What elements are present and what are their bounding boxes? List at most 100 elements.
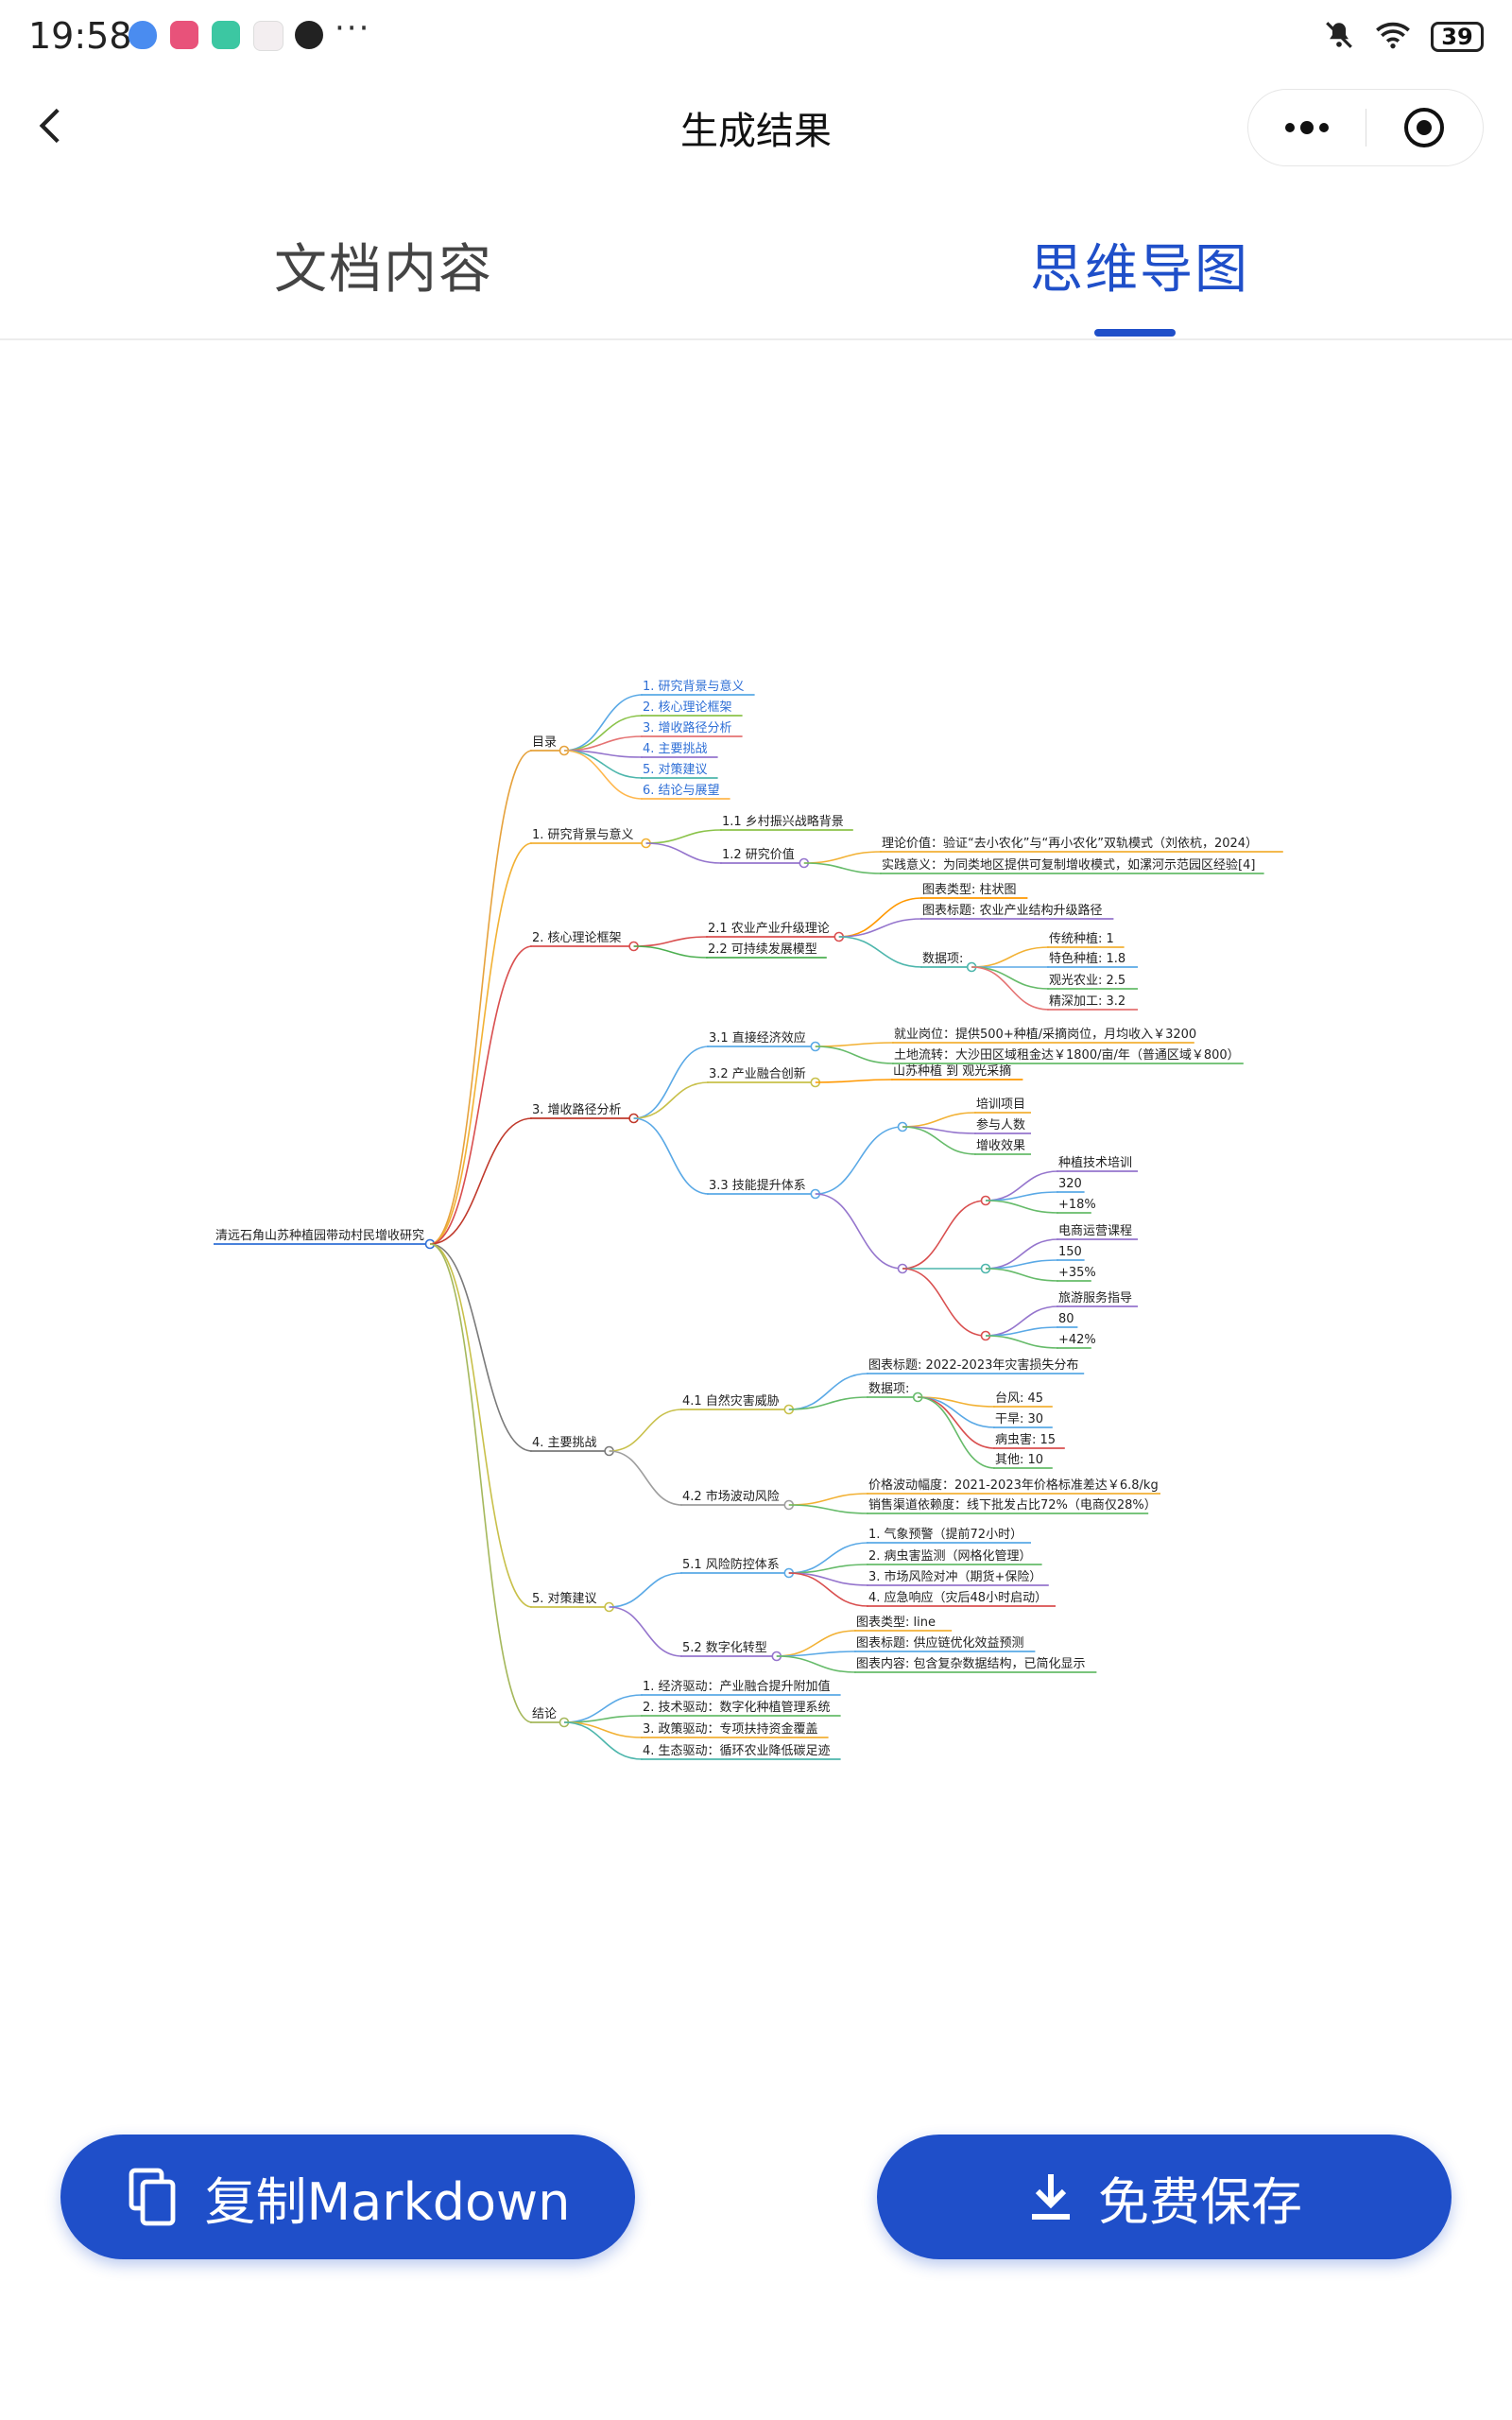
battery-indicator: 39 <box>1431 22 1484 52</box>
mind-map-node: 4.1 自然灾害威胁 <box>682 1393 780 1409</box>
status-time: 19:58 <box>28 15 132 57</box>
mind-map-node: 图表标题: 供应链优化效益预测 <box>856 1635 1024 1651</box>
status-bar: 19:58 ··· 39 <box>0 0 1512 76</box>
tab-document-content[interactable]: 文档内容 <box>274 239 493 301</box>
mind-map-node: 5.1 风险防控体系 <box>682 1557 780 1572</box>
mind-map-node: 结论 <box>532 1707 557 1721</box>
back-icon[interactable] <box>28 102 76 149</box>
close-mini-program-button[interactable] <box>1366 90 1484 165</box>
mind-map-node: 3.1 直接经济效应 <box>709 1030 806 1046</box>
app-icon <box>170 21 198 49</box>
mind-map-link <box>902 1112 977 1128</box>
mind-map-link <box>803 862 883 874</box>
mind-map-link <box>563 694 644 752</box>
mind-map-node: 6. 结论与展望 <box>643 783 720 798</box>
mind-map-node: 5.2 数字化转型 <box>682 1641 767 1655</box>
tab-mind-map[interactable]: 思维导图 <box>1030 239 1249 301</box>
mind-map-node: 1.1 乡村振兴战略背景 <box>722 814 844 829</box>
mind-map-link <box>815 1193 903 1270</box>
mind-map-link <box>971 966 1050 1011</box>
mind-map-link <box>918 1396 996 1449</box>
mind-map-node: 4. 主要挑战 <box>532 1436 597 1450</box>
mind-map-node: 清远石角山苏种植园带动村民增收研究 <box>215 1228 424 1243</box>
mind-map-link <box>429 1243 533 1723</box>
mind-map-link <box>633 945 709 959</box>
mind-map-node: 150 <box>1058 1245 1082 1259</box>
mind-map-node: 5. 对策建议 <box>643 762 708 777</box>
qq-icon <box>295 21 323 49</box>
mind-map-node: 1. 气象预警（提前72小时） <box>868 1527 1022 1542</box>
mind-map-link <box>645 829 723 844</box>
mind-map-node: 实践意义：为同类地区提供可复制增收模式，如漯河示范园区经验[4] <box>882 857 1255 873</box>
mind-map-node: 3. 市场风险对冲（期货+保险） <box>868 1569 1041 1584</box>
mind-map-link <box>918 1396 996 1469</box>
mind-map-link <box>609 1409 683 1452</box>
more-dots-icon <box>1284 121 1329 134</box>
active-tab-indicator <box>1094 329 1176 337</box>
mind-map-link <box>633 936 709 947</box>
mind-map-link <box>985 1200 1059 1214</box>
mind-map-node: 3.3 技能提升体系 <box>709 1178 806 1193</box>
tab-bar: 文档内容 思维导图 <box>0 189 1512 340</box>
mind-map-node: 4. 应急响应（灾后48小时启动） <box>868 1590 1047 1605</box>
more-options-button[interactable] <box>1248 90 1366 165</box>
mind-map-node: 土地流转：大沙田区域租金达￥1800/亩/年（普通区域￥800） <box>894 1047 1240 1063</box>
mind-map-link <box>609 1450 683 1506</box>
mind-map-link <box>838 936 923 968</box>
mind-map-node: 旅游服务指导 <box>1058 1290 1132 1305</box>
mind-map-link <box>563 750 644 800</box>
mind-map-node: 干旱: 30 <box>995 1412 1043 1426</box>
mind-map-node: 3.2 产业融合创新 <box>709 1066 806 1081</box>
mind-map-link <box>429 1243 533 1452</box>
mind-map-link <box>788 1396 869 1410</box>
mind-map-link <box>838 897 923 938</box>
mind-map-node: 传统种植: 1 <box>1049 932 1114 946</box>
mind-map-link <box>815 1042 895 1047</box>
mind-map-node: 山苏种植 到 观光采摘 <box>893 1063 1011 1079</box>
mind-map-node: 2. 技术驱动：数字化种植管理系统 <box>643 1701 831 1715</box>
mute-icon <box>1323 19 1355 55</box>
mind-map-node: 2.2 可持续发展模型 <box>708 942 817 957</box>
mind-map-node: 2. 病虫害监测（网格化管理） <box>868 1548 1032 1564</box>
mind-map-link <box>788 1572 869 1607</box>
mind-map-node: 图表标题: 农业产业结构升级路径 <box>922 903 1103 918</box>
mind-map-link <box>429 1243 533 1608</box>
mind-map-node: +18% <box>1058 1198 1096 1212</box>
mind-map-link <box>563 1715 644 1723</box>
mind-map-link <box>803 851 883 864</box>
huawei-icon <box>253 21 284 51</box>
mind-map-node: 培训项目 <box>976 1097 1025 1112</box>
mind-map-node: 数据项: <box>922 952 963 966</box>
mind-map-node: 理论价值：验证“去小农化”与“再小农化”双轨模式（刘依杭，2024） <box>882 836 1258 851</box>
mind-map-node: +42% <box>1058 1333 1096 1347</box>
mind-map-link <box>971 946 1050 968</box>
mind-map-node: 2. 核心理论框架 <box>643 700 732 715</box>
mind-map-link <box>633 1081 710 1119</box>
mind-map-node: 80 <box>1058 1312 1074 1326</box>
mind-map-node: 其他: 10 <box>995 1453 1043 1467</box>
mind-map-node: 种植技术培训 <box>1058 1155 1132 1170</box>
target-close-icon <box>1404 108 1445 147</box>
mind-map-link <box>838 918 923 938</box>
mind-map-link <box>902 1200 987 1270</box>
nav-bar: 生成结果 <box>0 76 1512 180</box>
mind-map-link <box>429 945 533 1245</box>
mind-map-node: 1. 研究背景与意义 <box>643 679 745 694</box>
mind-map-node: 特色种植: 1.8 <box>1049 951 1125 966</box>
free-save-button[interactable]: 免费保存 <box>877 2135 1452 2259</box>
mind-map-node: 图表类型: 柱状图 <box>922 883 1017 897</box>
mind-map-node: 观光农业: 2.5 <box>1049 974 1125 988</box>
mind-map-node: 价格波动幅度：2021-2023年价格标准差达￥6.8/kg <box>868 1478 1159 1493</box>
mind-map-link <box>563 715 644 752</box>
copy-markdown-label: 复制Markdown <box>204 2171 571 2232</box>
mind-map-link <box>645 842 723 864</box>
copy-markdown-button[interactable]: 复制Markdown <box>60 2135 635 2259</box>
mind-map-link <box>985 1335 1059 1349</box>
download-icon <box>1026 2170 1075 2223</box>
mind-map-node: 图表内容: 包含复杂数据结构，已简化显示 <box>856 1656 1086 1671</box>
mind-map-node: 图表类型: line <box>856 1616 936 1630</box>
mind-map-node: 3. 增收路径分析 <box>643 720 732 735</box>
mind-map-link <box>902 1126 977 1155</box>
